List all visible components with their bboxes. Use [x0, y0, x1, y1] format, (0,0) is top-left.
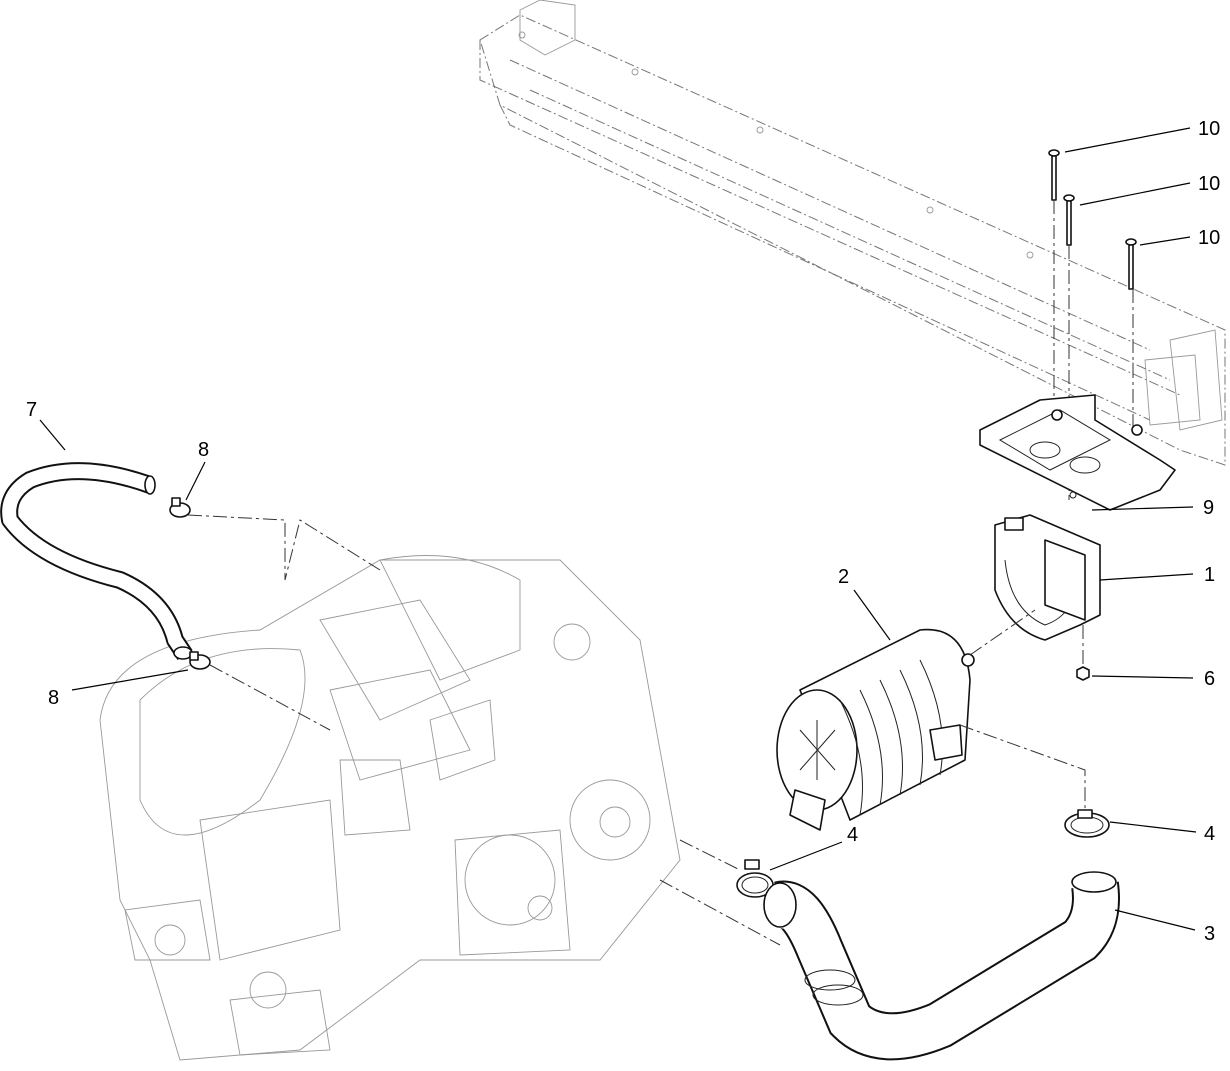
bolt-10-c: [1125, 238, 1137, 290]
callout-7: 7: [26, 399, 37, 421]
frame-rail-phantom: [479, 0, 1226, 466]
callout-10-b: 10: [1198, 173, 1220, 195]
callout-8-b: 8: [48, 687, 59, 709]
filter-band-1: [994, 514, 1101, 641]
hose-clamp-8-a: [169, 497, 191, 518]
hose-clamp-8-b: [189, 651, 211, 670]
bolt-10-b: [1063, 194, 1075, 246]
nut-6: [1076, 666, 1090, 681]
bolt-10-a: [1048, 149, 1060, 201]
callout-4-a: 4: [847, 824, 858, 846]
callout-leaders: [39, 127, 1197, 931]
callout-10-c: 10: [1198, 227, 1220, 249]
callout-6: 6: [1204, 668, 1215, 690]
callout-4-b: 4: [1204, 823, 1215, 845]
callout-2: 2: [838, 566, 849, 588]
hose-clamp-4-b: [1064, 809, 1110, 838]
callout-10-a: 10: [1198, 118, 1220, 140]
breather-hose-7: [0, 462, 193, 660]
callout-8-a: 8: [198, 439, 209, 461]
callout-9: 9: [1203, 497, 1214, 519]
intake-hose-3: [763, 871, 1120, 1061]
callout-3: 3: [1204, 923, 1215, 945]
engine-assembly-phantom: [99, 555, 681, 1061]
callout-1: 1: [1204, 564, 1215, 586]
air-cleaner-2: [776, 628, 975, 831]
mount-bracket-9: [979, 394, 1176, 511]
